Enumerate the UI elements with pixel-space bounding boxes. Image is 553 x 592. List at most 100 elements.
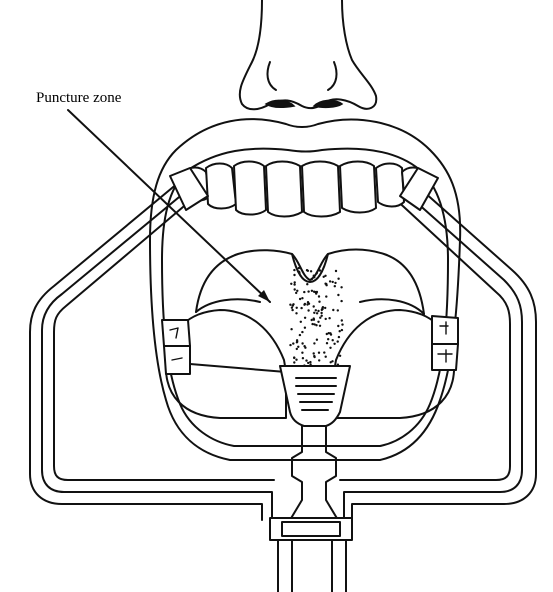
- stipple-dot: [318, 352, 320, 354]
- stipple-dot: [316, 339, 318, 341]
- stipple-dot: [296, 348, 298, 350]
- stipple-dot: [295, 359, 297, 361]
- stipple-dot: [340, 286, 342, 288]
- stipple-dot: [324, 307, 326, 309]
- nose: [240, 0, 376, 109]
- stipple-dot: [292, 304, 294, 306]
- stipple-dot: [296, 339, 298, 341]
- stipple-dot: [321, 315, 323, 317]
- stipple-dot: [330, 361, 332, 363]
- stipple-dot: [304, 317, 306, 319]
- stipple-dot: [304, 303, 306, 305]
- stipple-dot: [301, 331, 303, 333]
- stipple-dot: [341, 319, 343, 321]
- stipple-dot: [295, 292, 297, 294]
- stipple-dot: [307, 309, 309, 311]
- stipple-dot: [315, 309, 317, 311]
- stipple-dot: [332, 281, 334, 283]
- stipple-dot: [341, 323, 343, 325]
- stipple-dot: [337, 309, 339, 311]
- stipple-dot: [329, 280, 331, 282]
- stipple-dot: [305, 359, 307, 361]
- stipple-dot: [337, 340, 339, 342]
- stipple-dot: [290, 328, 292, 330]
- stipple-dot: [313, 323, 315, 325]
- stipple-dot: [293, 357, 295, 359]
- stipple-dot: [337, 278, 339, 280]
- stipple-dot: [339, 330, 341, 332]
- stipple-dot: [302, 357, 304, 359]
- stipple-dot: [329, 347, 331, 349]
- stipple-dot: [293, 283, 295, 285]
- stipple-dot: [293, 361, 295, 363]
- stipple-dot: [296, 307, 298, 309]
- stipple-dot: [307, 301, 309, 303]
- stipple-dot: [301, 352, 303, 354]
- stipple-dot: [316, 272, 318, 274]
- stipple-dot: [317, 310, 319, 312]
- stipple-dot: [325, 295, 327, 297]
- stipple-dot: [335, 270, 337, 272]
- stipple-dot: [328, 317, 330, 319]
- stipple-dot: [307, 362, 309, 364]
- stipple-dot: [301, 342, 303, 344]
- stipple-dot: [309, 361, 311, 363]
- stipple-dot: [325, 284, 327, 286]
- stipple-dot: [333, 343, 335, 345]
- stipple-dot: [318, 359, 320, 361]
- stipple-dot: [290, 283, 292, 285]
- stipple-dot: [306, 303, 308, 305]
- stipple-dot: [295, 312, 297, 314]
- stipple-dot: [303, 291, 305, 293]
- stipple-dot: [334, 282, 336, 284]
- stipple-dot: [307, 270, 309, 272]
- stipple-dot: [300, 321, 302, 323]
- stipple-dot: [313, 312, 315, 314]
- stipple-dot: [325, 356, 327, 358]
- stipple-dot: [317, 321, 319, 323]
- stipple-dot: [313, 305, 315, 307]
- stipple-dot: [337, 325, 339, 327]
- stipple-dot: [319, 325, 321, 327]
- stipple-dot: [292, 342, 294, 344]
- stipple-dot: [318, 295, 320, 297]
- stipple-dot: [306, 283, 308, 285]
- stipple-dot: [319, 269, 321, 271]
- stipple-dot: [326, 342, 328, 344]
- stipple-dot: [313, 355, 315, 357]
- upper-teeth: [184, 162, 424, 217]
- stipple-dot: [341, 329, 343, 331]
- stipple-dot: [340, 300, 342, 302]
- stipple-dot: [318, 301, 320, 303]
- stipple-dot: [325, 318, 327, 320]
- stipple-dot: [294, 288, 296, 290]
- stipple-dot: [332, 309, 334, 311]
- stipple-dot: [337, 294, 339, 296]
- stipple-dot: [300, 307, 302, 309]
- stipple-dot: [311, 290, 313, 292]
- retractor-handle: [270, 518, 352, 592]
- stipple-dot: [323, 351, 325, 353]
- stipple-dot: [311, 319, 313, 321]
- stipple-dot: [291, 309, 293, 311]
- stipple-dot: [307, 290, 309, 292]
- stipple-dot: [334, 285, 336, 287]
- stipple-dot: [313, 317, 315, 319]
- stipple-dot: [316, 312, 318, 314]
- stipple-dot: [293, 269, 295, 271]
- stipple-dot: [301, 297, 303, 299]
- stipple-dot: [299, 298, 301, 300]
- stipple-dot: [297, 346, 299, 348]
- stipple-dot: [313, 276, 315, 278]
- stipple-dot: [313, 352, 315, 354]
- stipple-dot: [322, 306, 324, 308]
- puncture-zone-label: Puncture zone: [36, 91, 121, 106]
- stipple-dot: [294, 281, 296, 283]
- stipple-dot: [315, 292, 317, 294]
- stipple-dot: [311, 278, 313, 280]
- stipple-dot: [289, 344, 291, 346]
- stipple-dot: [298, 267, 300, 269]
- stipple-dot: [332, 339, 334, 341]
